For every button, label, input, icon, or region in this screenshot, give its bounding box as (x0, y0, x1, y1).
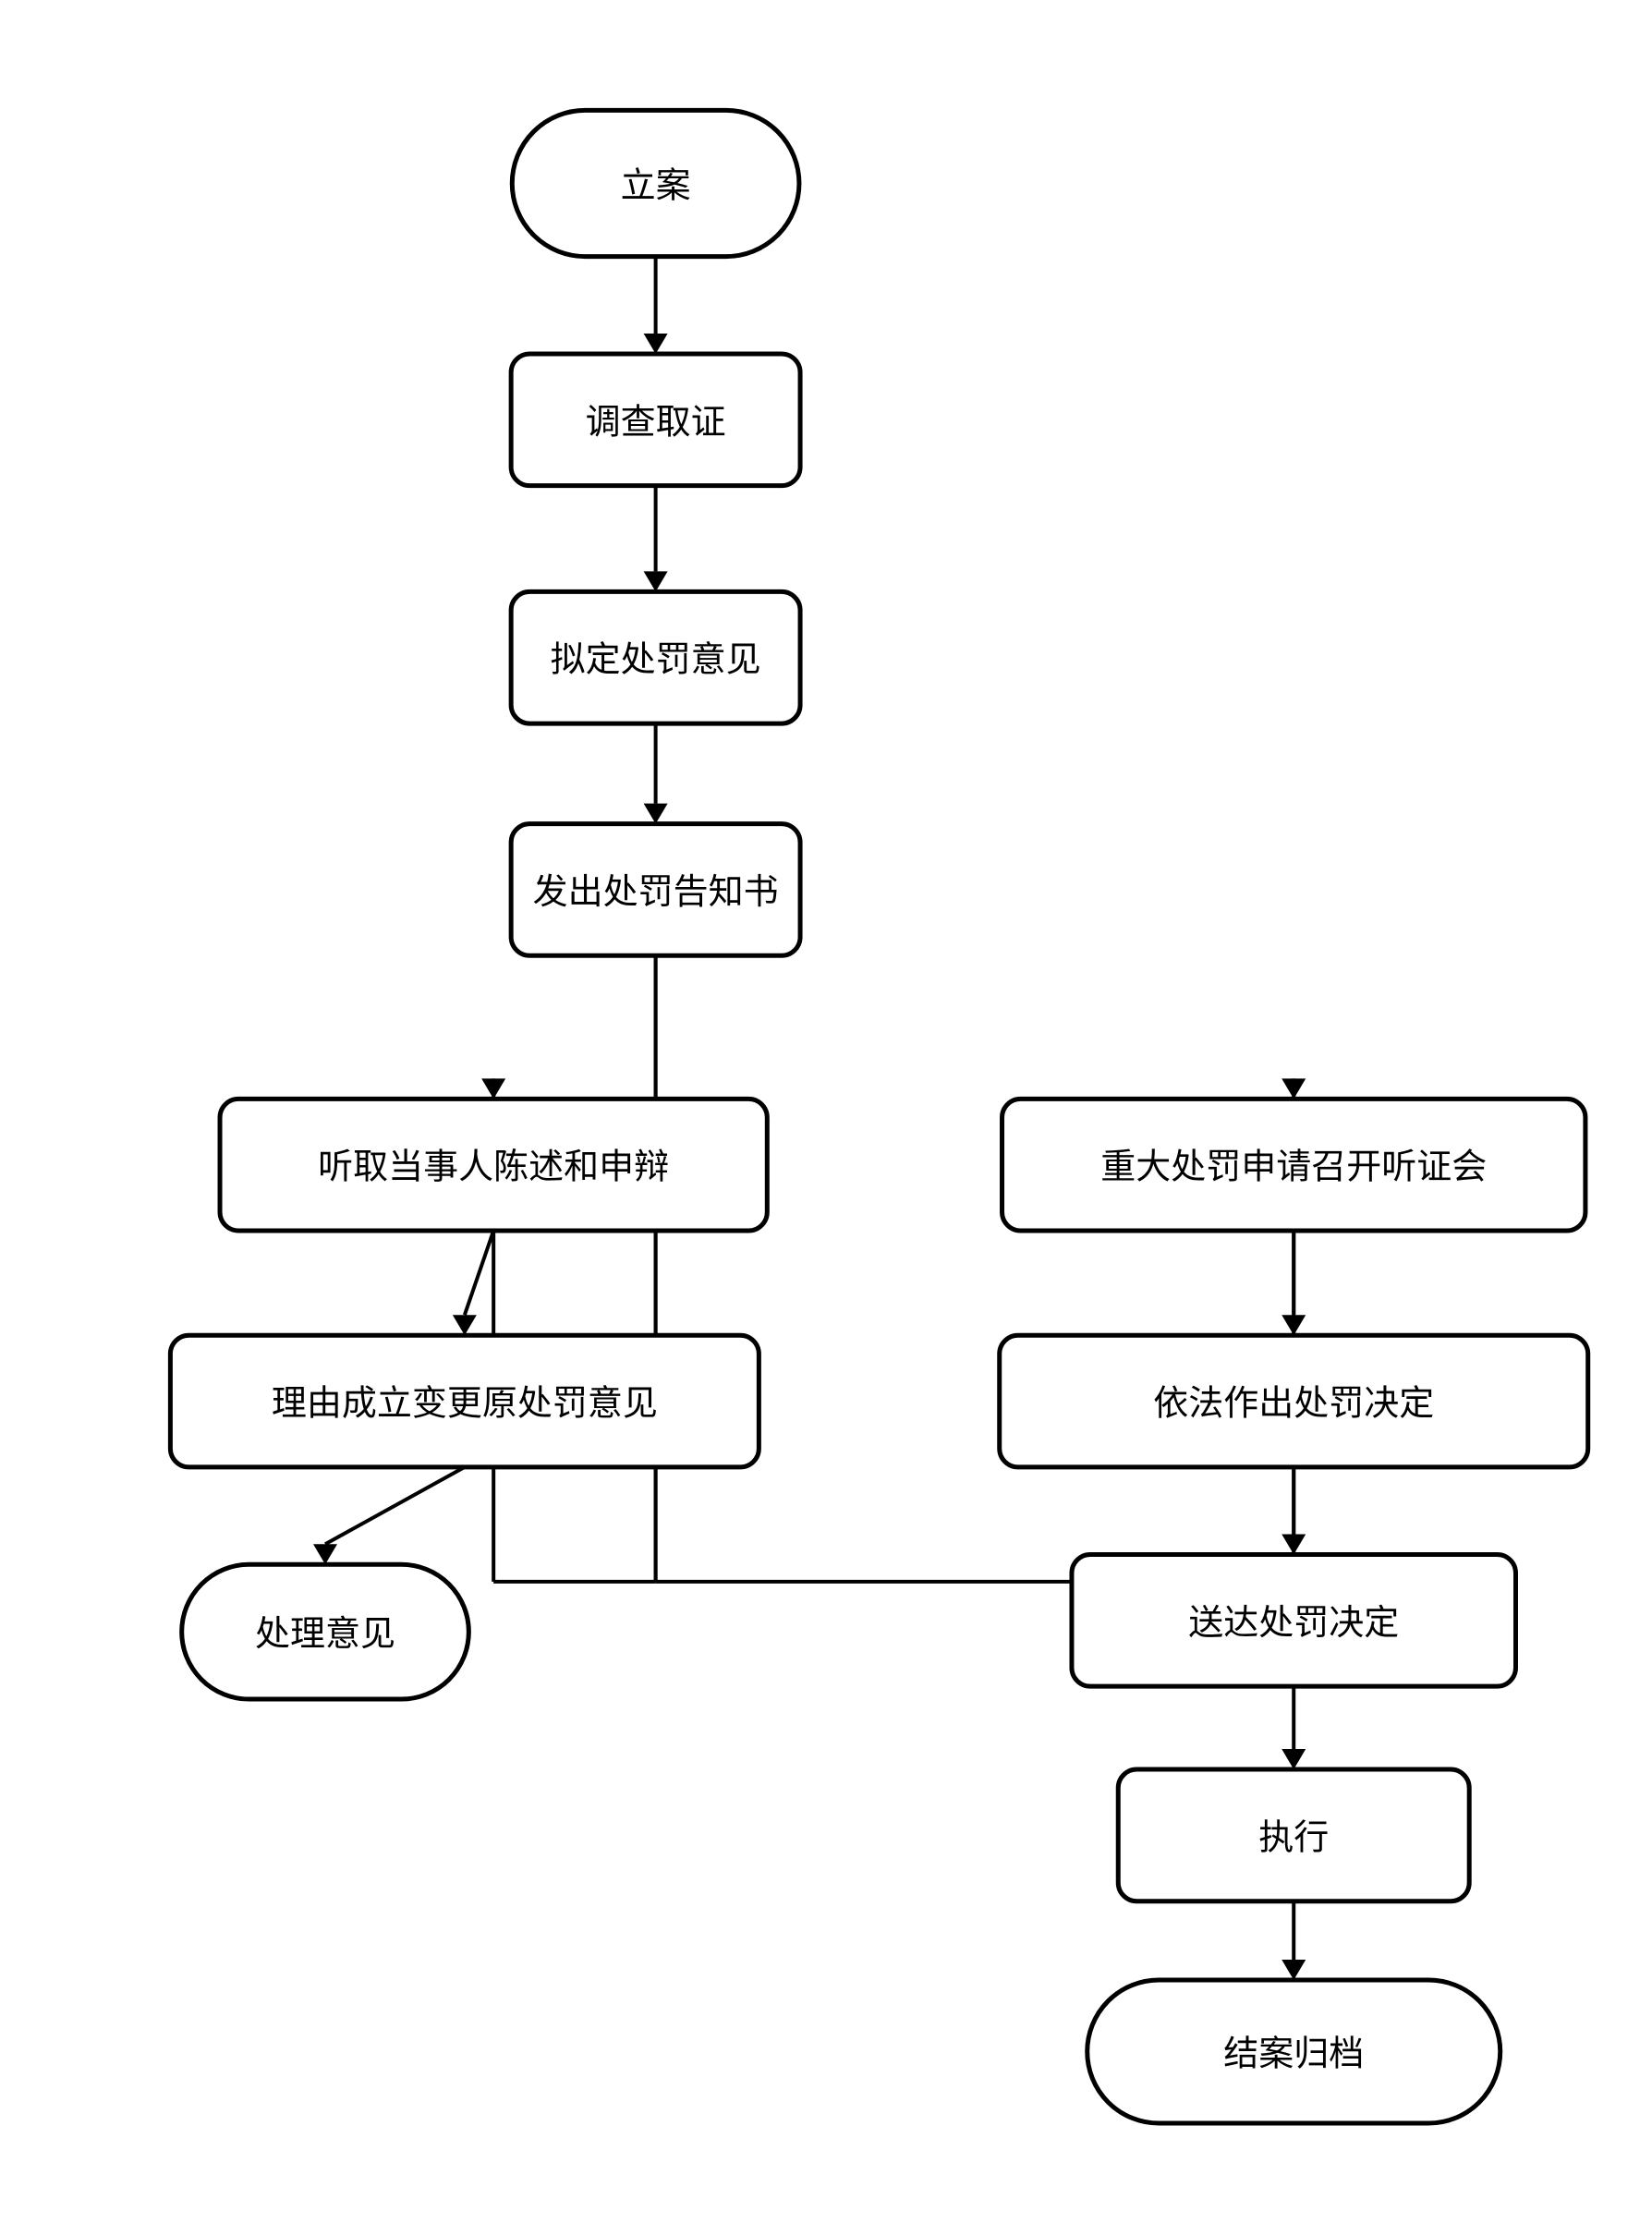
flow-edge (643, 723, 668, 824)
node-shape (1069, 1551, 1518, 1689)
arrow-head (1282, 1078, 1306, 1099)
node-shape (508, 351, 803, 489)
node-shape (1115, 1767, 1472, 1904)
flow-node[interactable]: 结案归档 (1085, 1977, 1503, 2126)
flow-edge (452, 1230, 496, 1336)
node-shape (509, 107, 802, 260)
arrow-head (452, 1315, 477, 1336)
arrow-head (481, 1078, 506, 1099)
node-shape (167, 1332, 761, 1470)
flow-edge (1282, 1231, 1306, 1336)
arrow-head (1282, 1749, 1306, 1770)
node-shape (997, 1332, 1591, 1470)
node-shape (179, 1561, 471, 1702)
node-label: 立案 (621, 164, 691, 205)
flow-node[interactable]: 执行 (1115, 1767, 1472, 1904)
node-label: 调查取证 (586, 401, 726, 442)
flow-edge (1282, 1466, 1306, 1555)
node-shape (508, 821, 803, 958)
flow-node[interactable]: 发出处罚告知书 (508, 821, 803, 958)
node-shape (1000, 1096, 1588, 1233)
node-label: 理由成立变更原处罚意见 (272, 1383, 658, 1424)
flow-edge (313, 1465, 466, 1565)
flow-node[interactable]: 听取当事人陈述和申辩 (217, 1096, 770, 1233)
flow-node[interactable]: 依法作出处罚决定 (997, 1332, 1591, 1470)
arrow-head (643, 803, 668, 824)
flow-node[interactable]: 拟定处罚意见 (508, 589, 803, 726)
node-label: 结案归档 (1223, 2034, 1364, 2074)
node-label: 处理意见 (255, 1613, 395, 1654)
node-label: 发出处罚告知书 (533, 871, 779, 912)
node-label: 听取当事人陈述和申辩 (318, 1147, 669, 1187)
flow-edge (1282, 1901, 1306, 1980)
node-label: 依法作出处罚决定 (1153, 1383, 1434, 1424)
arrow-head (1282, 1534, 1306, 1555)
arrow-head (1282, 1315, 1306, 1336)
node-label: 拟定处罚意见 (551, 639, 761, 680)
arrow-head (643, 571, 668, 592)
flow-edge (1282, 1686, 1306, 1770)
arrow-head (643, 334, 668, 355)
node-label: 执行 (1258, 1816, 1329, 1857)
node-shape (508, 589, 803, 726)
flow-edge (653, 955, 1306, 1584)
arrow-head (1282, 1959, 1306, 1980)
flow-node[interactable]: 理由成立变更原处罚意见 (167, 1332, 761, 1470)
flow-node[interactable]: 重大处罚申请召开听证会 (1000, 1096, 1588, 1233)
flow-edge (643, 256, 668, 355)
node-label: 重大处罚申请召开听证会 (1100, 1147, 1487, 1187)
flow-node[interactable]: 立案 (509, 107, 802, 260)
edge-segment (324, 1465, 466, 1547)
flow-node[interactable]: 处理意见 (179, 1561, 471, 1702)
flow-edge (481, 955, 658, 1584)
node-shape (217, 1096, 770, 1233)
flow-edge (643, 485, 668, 592)
node-label: 送达处罚决定 (1188, 1602, 1399, 1643)
edge-segment (462, 1230, 496, 1316)
node-shape (1085, 1977, 1503, 2126)
flow-node[interactable]: 调查取证 (508, 351, 803, 489)
arrow-head (313, 1544, 338, 1565)
flow-node[interactable]: 送达处罚决定 (1069, 1551, 1518, 1689)
